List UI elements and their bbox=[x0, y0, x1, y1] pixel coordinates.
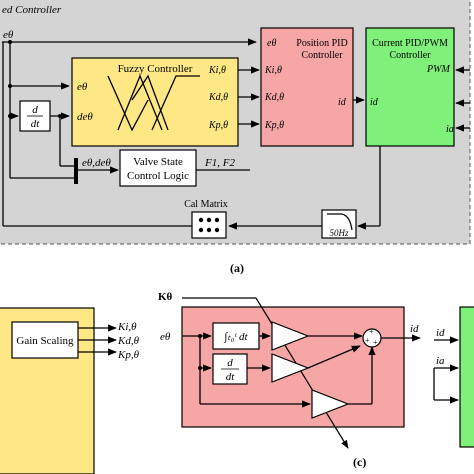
position-pid-block bbox=[260, 27, 354, 147]
valve-logic-block bbox=[119, 149, 197, 187]
figure-label-a: (a) bbox=[230, 261, 244, 275]
cal-matrix-block bbox=[191, 211, 227, 239]
gain-out-kp: Kp,θ bbox=[117, 349, 140, 361]
valve-inputs-label: eθ,deθ bbox=[82, 157, 111, 169]
valve-title-1: Valve State bbox=[133, 156, 183, 168]
fuzzy-out-kp: Kp,θ bbox=[208, 120, 228, 131]
gain-out-kd: Kd,θ bbox=[117, 335, 140, 347]
top-panel-title: ed Controller bbox=[2, 4, 62, 16]
fuzzy-out-ki: Ki,θ bbox=[208, 65, 226, 76]
pid-out-id: id bbox=[338, 97, 347, 108]
right-in-id: id bbox=[436, 327, 445, 339]
fuzzy-controller-block bbox=[71, 57, 239, 147]
sum-plus-bottom: + bbox=[373, 338, 378, 347]
pid-in-kp: Kp,θ bbox=[264, 120, 284, 131]
valve-title-2: Control Logic bbox=[127, 170, 189, 182]
pid-title-2: Controller bbox=[301, 50, 343, 61]
fuzzy-in-de: deθ bbox=[77, 111, 93, 123]
gain-kd-triangle bbox=[271, 353, 310, 383]
sum-plus-top: + bbox=[369, 327, 374, 336]
pwm-title-1: Current PID/PWM bbox=[372, 38, 448, 49]
pid-title-1: Position PID bbox=[296, 38, 347, 49]
pwm-in-ia: ia bbox=[446, 124, 454, 135]
filter-label: 50Hz bbox=[329, 228, 348, 238]
pid-e-theta: eθ bbox=[160, 331, 171, 343]
e-theta-label: eθ bbox=[3, 29, 14, 41]
right-in-ia: ia bbox=[436, 355, 445, 367]
pwm-label: PWM bbox=[426, 64, 450, 75]
derivative-num: d bbox=[32, 104, 38, 116]
gain-scaling-block bbox=[11, 321, 79, 359]
gain-out-ki: Ki,θ bbox=[117, 321, 137, 333]
matrix-icon bbox=[198, 217, 220, 233]
fuzzy-in-e: eθ bbox=[77, 81, 88, 93]
pid-out-id-bottom: id bbox=[410, 323, 419, 335]
fuzzy-out-kd: Kd,θ bbox=[208, 92, 228, 103]
gain-ki-triangle bbox=[271, 321, 310, 351]
pid-in-ki: Ki,θ bbox=[264, 65, 282, 76]
valve-outputs-label: F1, F2 bbox=[204, 157, 235, 169]
sum-plus-left: + bbox=[365, 336, 370, 345]
pid-derivative-num: d bbox=[227, 357, 233, 369]
k-theta-vector-line bbox=[255, 297, 349, 449]
fuzzy-title: Fuzzy Controller bbox=[118, 63, 193, 75]
integrator-label: ∫ₜ₀ᵗ dt bbox=[223, 331, 248, 343]
integrator-block bbox=[212, 322, 260, 350]
membership-functions-icon bbox=[107, 74, 200, 132]
lowpass-icon bbox=[327, 213, 353, 231]
pid-in-kd: Kd,θ bbox=[264, 92, 284, 103]
cal-matrix-label: Cal Matrix bbox=[184, 199, 228, 210]
k-theta-label: Kθ bbox=[158, 291, 173, 303]
gain-scaling-title: Gain Scaling bbox=[16, 335, 74, 347]
figure-label-c: (c) bbox=[353, 455, 366, 469]
current-controller-panel bbox=[459, 306, 474, 448]
gain-kp-triangle bbox=[311, 389, 350, 419]
pid-derivative-den: dt bbox=[226, 371, 236, 383]
pwm-title-2: Controller bbox=[389, 50, 431, 61]
signal-bus bbox=[74, 158, 78, 184]
pwm-in-id: id bbox=[370, 97, 379, 108]
pid-in-e: eθ bbox=[267, 38, 276, 49]
current-pwm-block bbox=[365, 27, 455, 147]
derivative-den: dt bbox=[31, 118, 41, 130]
